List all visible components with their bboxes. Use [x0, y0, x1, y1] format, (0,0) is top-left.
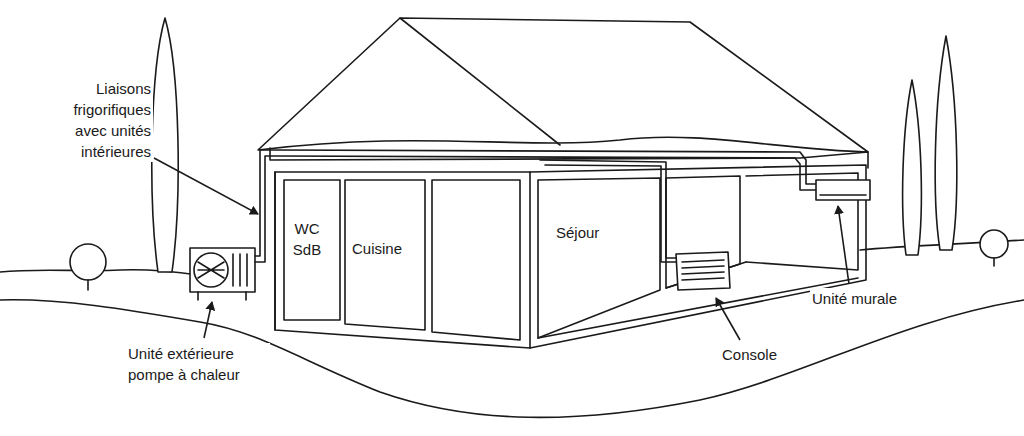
room-label: WC SdB [285, 218, 329, 260]
room-label: Séjour [554, 222, 601, 243]
callout-label: Liaisons frigorifiques avec unités intér… [45, 78, 153, 162]
callout-label: Unité extérieure pompe à chaleur [126, 343, 270, 385]
room-label: Cuisine [350, 238, 404, 259]
callout-label: Unité murale [810, 288, 899, 309]
callout-label: Console [720, 344, 779, 365]
